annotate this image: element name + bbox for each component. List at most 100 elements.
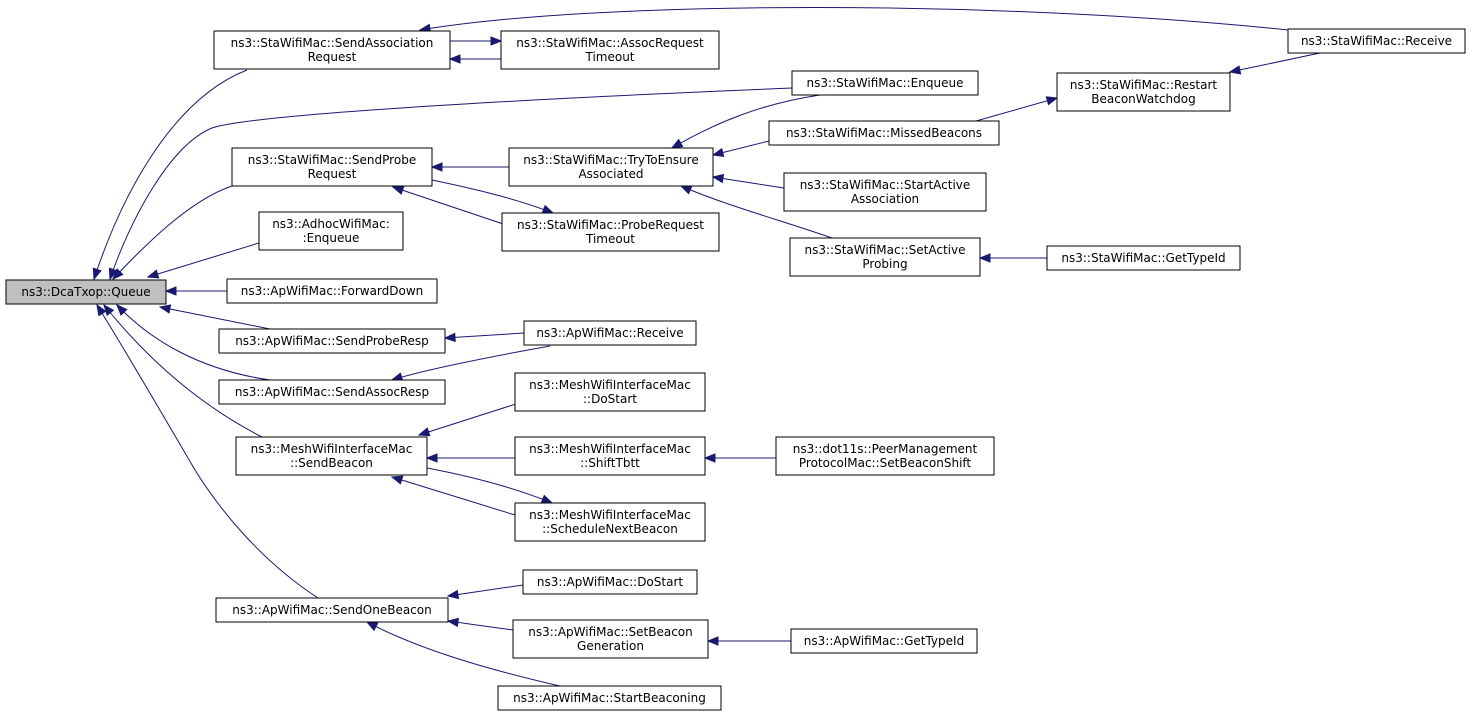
node-apSendProbeResp[interactable]: ns3::ApWifiMac::SendProbeResp [218,328,446,354]
node-label: ::SendBeacon [290,456,373,470]
node-label: Probing [862,257,907,271]
edge-line [431,179,554,214]
edge-line [671,94,821,149]
node-meshSendBeacon[interactable]: ns3::MeshWifiInterfaceMac::SendBeacon [235,436,428,476]
edge-apDoStart-to-apSendOneBeacon [446,584,524,600]
node-label: ns3::MeshWifiInterfaceMac [529,378,691,392]
arrowhead [116,304,128,316]
node-staGetTypeId[interactable]: ns3::StaWifiMac::GetTypeId [1046,245,1241,271]
node-box [1056,72,1231,112]
arrowhead [425,453,438,463]
node-box [215,597,449,623]
edge-sendProbeReq-to-probeReqTimeout [431,179,555,214]
node-peerMgmt[interactable]: ns3::dot11s::PeerManagementProtocolMac::… [775,436,995,476]
node-label: ns3::StaWifiMac::AssocRequest [516,36,704,50]
node-adhocEnqueue[interactable]: ns3::AdhocWifiMac::Enqueue [258,211,404,251]
arrowhead [541,204,555,214]
node-label: Timeout [585,232,635,246]
arrowhead [158,304,172,314]
edge-line [366,621,561,687]
edge-line [93,69,248,280]
node-apReceive[interactable]: ns3::ApWifiMac::Receive [523,320,697,346]
node-label: ns3::StaWifiMac::SendAssociation [231,36,434,50]
node-apSendAssocResp[interactable]: ns3::ApWifiMac::SendAssocResp [218,379,446,405]
node-label: ns3::StaWifiMac::SetActive [805,243,966,257]
node-meshScheduleNext[interactable]: ns3::MeshWifiInterfaceMac::ScheduleNextB… [514,502,706,542]
edge-sendAssocReq-to-queue [92,69,248,281]
node-label: Timeout [584,50,634,64]
arrowhead [679,185,693,195]
edge-line [96,304,319,599]
node-box [790,628,978,654]
node-apGetTypeId[interactable]: ns3::ApWifiMac::GetTypeId [790,628,978,654]
node-label: ns3::StaWifiMac::MissedBeacons [786,126,982,140]
node-label: ns3::AdhocWifiMac: [272,217,390,231]
edge-missedBeacons-to-restartBeacon [975,96,1059,122]
node-box [523,320,697,346]
node-box [1046,245,1241,271]
node-box [497,685,722,711]
node-apStartBeaconing[interactable]: ns3::ApWifiMac::StartBeaconing [497,685,722,711]
edge-staEnqueue-to-queue [108,87,793,281]
arrowhead [448,54,461,64]
node-apSendOneBeacon[interactable]: ns3::ApWifiMac::SendOneBeacon [215,597,449,623]
edge-apSetBeaconGen-to-apSendOneBeacon [446,617,514,631]
node-label: Association [851,192,919,206]
arrowhead [365,621,379,632]
edge-line [109,87,793,280]
arrowhead [103,303,115,317]
arrowhead [112,268,124,280]
arrowhead [390,475,404,485]
node-queue[interactable]: ns3::DcaTxop::Queue [5,279,167,305]
node-box [508,147,714,187]
arrowhead [146,269,160,279]
edge-staGetTypeId-to-setActiveProbing [978,253,1047,263]
node-meshDoStart[interactable]: ns3::MeshWifiInterfaceMac::DoStart [514,372,706,412]
node-box [218,328,446,354]
node-label: Associated [578,167,643,181]
node-label: ::ScheduleNextBeacon [542,522,678,536]
arrowhead [490,36,503,46]
node-label: ns3::dot11s::PeerManagement [793,442,978,456]
edge-peerMgmt-to-meshShiftTbtt [703,453,776,463]
node-missedBeacons[interactable]: ns3::StaWifiMac::MissedBeacons [768,120,1000,146]
edge-line [116,304,271,381]
edge-meshSendBeacon-to-queue [103,303,263,438]
edge-meshShiftTbtt-to-meshSendBeacon [425,453,515,463]
node-apForwardDown[interactable]: ns3::ApWifiMac::ForwardDown [226,278,438,304]
node-staEnqueue[interactable]: ns3::StaWifiMac::Enqueue [791,70,979,96]
edge-line [419,7,1289,31]
node-label: ns3::ApWifiMac::GetTypeId [804,634,964,648]
node-apDoStart[interactable]: ns3::ApWifiMac::DoStart [522,569,698,595]
node-label: ns3::ApWifiMac::StartBeaconing [513,691,706,705]
edge-apSendAssocResp-to-queue [116,304,271,381]
node-meshShiftTbtt[interactable]: ns3::MeshWifiInterfaceMac::ShiftTbtt [514,436,706,476]
edge-adhocEnqueue-to-queue [146,242,260,279]
edge-startActiveAssoc-to-tryToEnsure [711,173,785,189]
edge-line [112,185,233,280]
node-box [768,120,1000,146]
node-box [218,379,446,405]
node-label: ns3::ApWifiMac::SendOneBeacon [232,603,431,617]
arrowhead [978,253,991,263]
node-staReceive[interactable]: ns3::StaWifiMac::Receive [1287,28,1466,54]
node-label: ns3::StaWifiMac::StartActive [800,178,971,192]
node-label: ns3::ApWifiMac::SendProbeResp [235,334,429,348]
edge-staReceive-to-sendAssocReq [418,7,1289,33]
arrowhead [108,267,118,281]
edge-sendProbeReq-to-queue [112,185,233,280]
arrowhead [391,185,405,195]
edge-line [680,185,833,239]
edge-meshScheduleNext-to-meshSendBeacon [390,475,516,516]
node-label: ProtocolMac::SetBeaconShift [799,456,972,470]
node-label: ns3::MeshWifiInterfaceMac [251,442,413,456]
